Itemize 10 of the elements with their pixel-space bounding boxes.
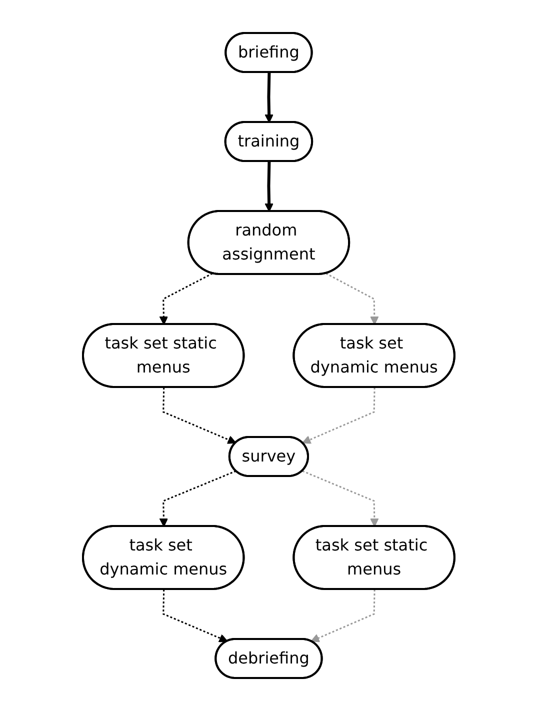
arrow xyxy=(264,160,274,212)
arrow xyxy=(159,272,212,324)
arrow xyxy=(162,386,236,444)
arrow xyxy=(302,470,379,526)
arrow xyxy=(159,470,236,526)
arrow xyxy=(325,272,379,324)
arrow xyxy=(302,386,376,444)
arrow xyxy=(162,588,228,642)
arrow xyxy=(264,72,274,122)
arrow xyxy=(310,588,376,642)
